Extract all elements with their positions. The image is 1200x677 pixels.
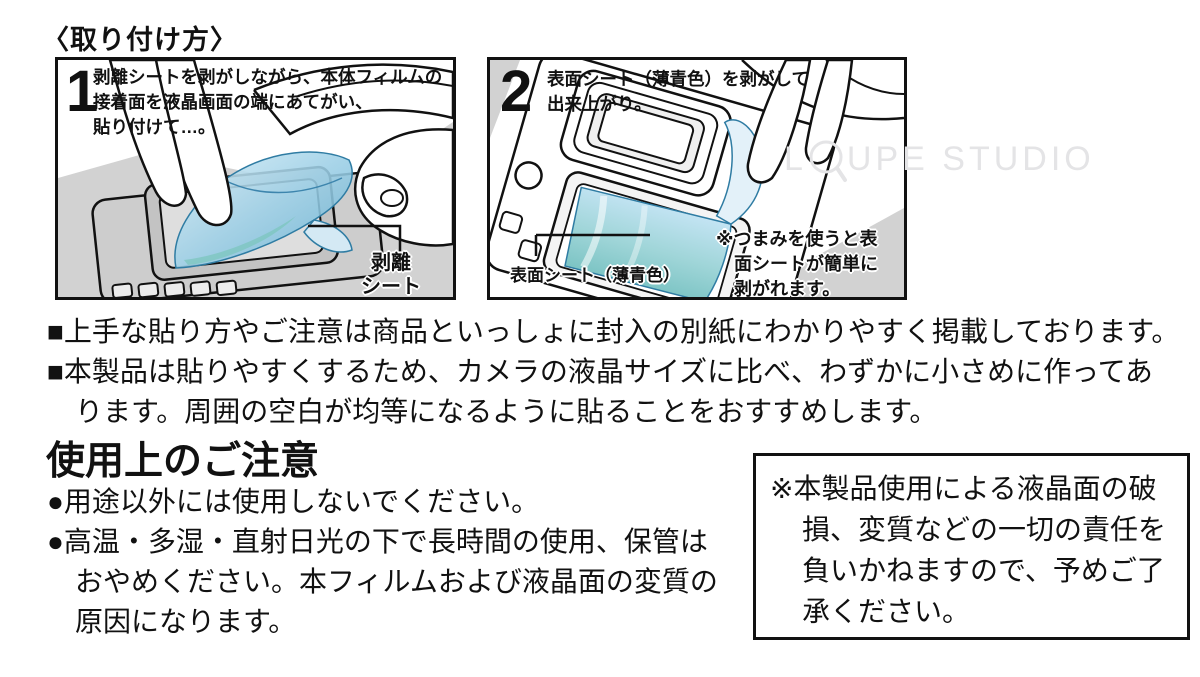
disclaimer-line: 負いかねますので、予めご了 [802, 555, 1165, 586]
finger [746, 60, 812, 184]
step-1-illustration [58, 60, 453, 297]
arm-outline [253, 63, 453, 136]
pinch-tip-note: ※つまみを使うと表 面シートが簡単に 剥がれます。 [716, 229, 878, 299]
page-title: 〈取り付け方〉 [42, 25, 238, 55]
precautions-heading: 使用上のご注意 [46, 440, 320, 483]
precaution-line: おやめください。本フィルムおよび液晶面の変質の [75, 566, 718, 597]
disclaimer-line: 損、変質などの一切の責任を [802, 514, 1167, 545]
precaution-line: ●高温・多湿・直射日光の下で長時間の使用、保管は [47, 526, 708, 557]
disclaimer-box: ※本製品使用による液晶面の破 損、変質などの一切の責任を 負いかねますので、予め… [753, 453, 1190, 640]
leader-line [308, 224, 402, 252]
packaging-notes: ■上手な貼り方やご注意は商品といっしょに封入の別紙にわかりやすく掲載しております… [47, 312, 1179, 432]
surface-sheet-label: 表面シート（薄青色） [510, 266, 680, 285]
note-line: ■本製品は貼りやすくするため、カメラの液晶サイズに比べ、わずかに小さめに作ってあ [47, 356, 1153, 387]
step-1-text: 剥離シートを剥がしながら、本体フィルムの 接着面を液晶画面の端にあてがい、 貼り… [93, 67, 443, 137]
step-2-panel: 2 表面シート（薄青色）を剥がして 出来上がり。 表面シート（薄青色） ※つまみ… [487, 57, 907, 300]
precautions-list: ●用途以外には使用しないでください。 ●高温・多湿・直射日光の下で長時間の使用、… [47, 482, 718, 642]
step-2-illustration [490, 60, 904, 297]
finger [804, 60, 854, 165]
finger [108, 60, 188, 207]
leader-line [534, 233, 650, 256]
camera-button [498, 210, 524, 234]
step-number: 1 [66, 59, 99, 124]
camera-back [490, 60, 836, 297]
step-2-text: 表面シート（薄青色）を剥がして 出来上がり。 [547, 69, 809, 114]
surface-sheet [564, 186, 732, 297]
step-1-panel: 1 剥離シートを剥がしながら、本体フィルムの 接着面を液晶画面の端にあてがい、 … [55, 57, 456, 300]
disclaimer-line: 承ください。 [802, 596, 971, 627]
note-line: ■上手な貼り方やご注意は商品といっしょに封入の別紙にわかりやすく掲載しております… [47, 316, 1180, 347]
film-sheen [184, 216, 296, 265]
film-fold [223, 177, 343, 194]
step-number: 2 [500, 59, 533, 124]
disclaimer-line: ※本製品使用による液晶面の破 [770, 473, 1157, 504]
camera-button [514, 161, 543, 190]
arm-contour [297, 79, 453, 97]
thumbnail [380, 189, 404, 207]
precaution-line: 原因になります。 [75, 606, 297, 637]
release-sheet-label: 剥離 シート [361, 252, 421, 298]
note-line: ります。周囲の空白が均等になるように貼ることをおすすめします。 [75, 396, 938, 427]
precaution-line: ●用途以外には使用しないでください。 [47, 486, 540, 517]
gray-shading [490, 60, 520, 138]
